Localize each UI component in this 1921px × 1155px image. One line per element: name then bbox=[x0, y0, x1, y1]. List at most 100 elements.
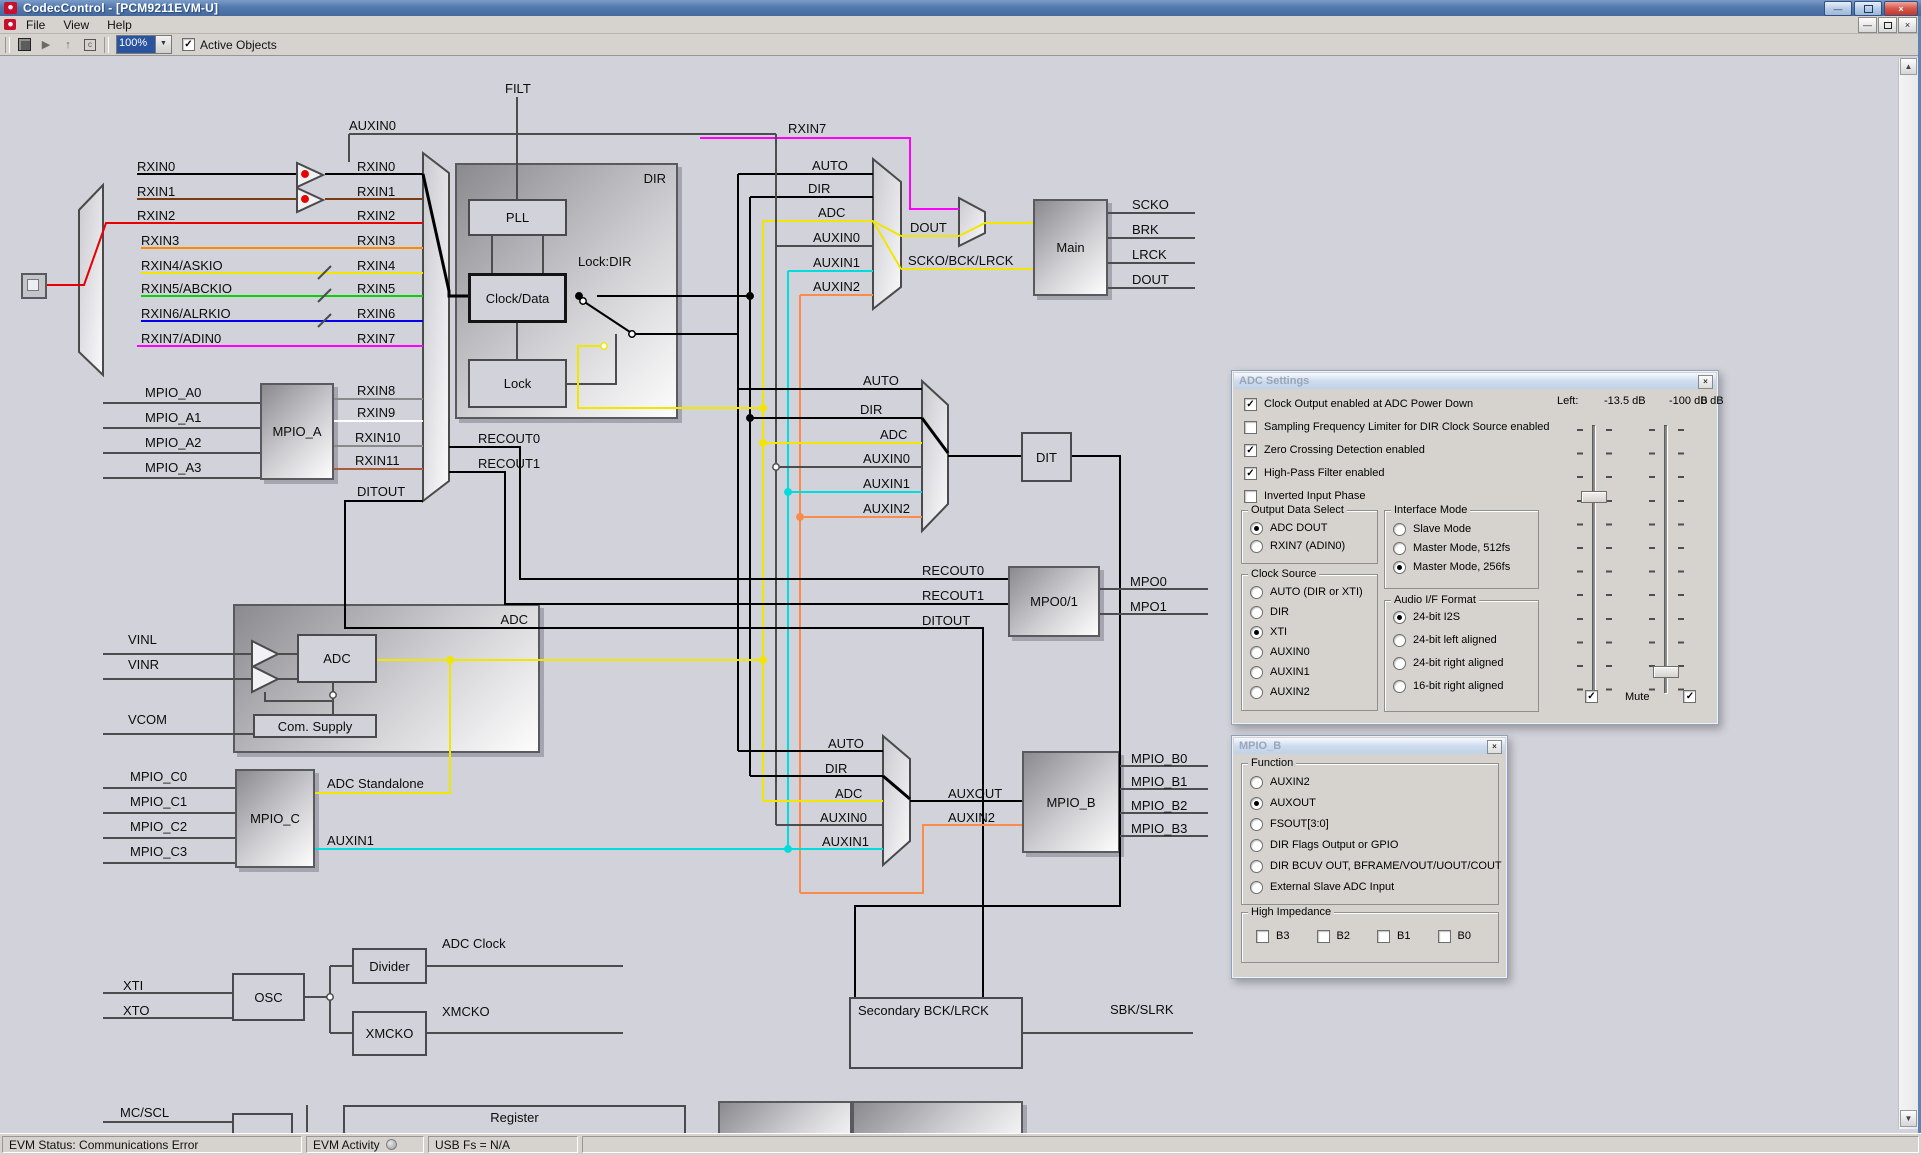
radio-icon[interactable] bbox=[1393, 680, 1406, 693]
radio-master-mode-512fs[interactable]: Master Mode, 512fs bbox=[1393, 539, 1538, 558]
checkbox-icon[interactable] bbox=[1244, 444, 1257, 457]
checkbox-icon[interactable] bbox=[1256, 930, 1269, 943]
mpio-b-block[interactable]: MPIO_B bbox=[1022, 751, 1120, 853]
radio-icon[interactable] bbox=[1250, 540, 1263, 553]
scroll-up-icon[interactable]: ▲ bbox=[1900, 58, 1917, 75]
radio-icon[interactable] bbox=[1250, 646, 1263, 659]
mute-left-checkbox[interactable] bbox=[1585, 690, 1598, 703]
radio-24-bit-right-aligned[interactable]: 24-bit right aligned bbox=[1393, 652, 1538, 675]
secondary-bck-lrck-block[interactable]: Secondary BCK/LRCK bbox=[849, 997, 1023, 1069]
chip-button[interactable] bbox=[13, 36, 35, 54]
radio-dir[interactable]: DIR bbox=[1250, 602, 1377, 622]
checkbox-zero-crossing-detection-enabled[interactable]: Zero Crossing Detection enabled bbox=[1244, 439, 1550, 462]
checkbox-b1[interactable]: B1 bbox=[1377, 929, 1438, 943]
radio-slave-mode[interactable]: Slave Mode bbox=[1393, 520, 1538, 539]
mdi-restore-button[interactable] bbox=[1878, 17, 1897, 33]
bottom-grad-block-2[interactable] bbox=[852, 1101, 1023, 1133]
input-select-mux[interactable] bbox=[79, 185, 103, 375]
checkbox-icon[interactable] bbox=[1317, 930, 1330, 943]
radio-dir-flags-output-or-gpio[interactable]: DIR Flags Output or GPIO bbox=[1250, 835, 1498, 856]
radio-icon[interactable] bbox=[1250, 666, 1263, 679]
zoom-combobox[interactable]: 100% ▼ bbox=[116, 35, 172, 54]
checkbox-icon[interactable] bbox=[1438, 930, 1451, 943]
radio-24-bit-left-aligned[interactable]: 24-bit left aligned bbox=[1393, 629, 1538, 652]
checkbox-icon[interactable] bbox=[1244, 490, 1257, 503]
radio-dir-bcuv-out-bframe-vout-uout-cout[interactable]: DIR BCUV OUT, BFRAME/VOUT/UOUT/COUT bbox=[1250, 856, 1498, 877]
upload-button[interactable]: ↑ bbox=[57, 36, 79, 54]
radio-auxin2[interactable]: AUXIN2 bbox=[1250, 682, 1377, 702]
radio-icon[interactable] bbox=[1250, 881, 1263, 894]
adc-inner-block[interactable]: ADC bbox=[297, 634, 377, 683]
mdi-close-button[interactable]: × bbox=[1898, 17, 1917, 33]
active-objects-checkbox[interactable] bbox=[182, 38, 195, 51]
menu-file[interactable]: File bbox=[18, 17, 53, 33]
radio-icon[interactable] bbox=[1250, 797, 1263, 810]
radio-icon[interactable] bbox=[1250, 839, 1263, 852]
osc-block[interactable]: OSC bbox=[232, 973, 305, 1021]
close-icon[interactable]: × bbox=[1487, 740, 1502, 754]
radio-auxin2[interactable]: AUXIN2 bbox=[1250, 772, 1498, 793]
mpio-a-block[interactable]: MPIO_A bbox=[260, 383, 334, 480]
clock-data-block[interactable]: Clock/Data bbox=[468, 273, 567, 323]
checkbox-icon[interactable] bbox=[1377, 930, 1390, 943]
radio-external-slave-adc-input[interactable]: External Slave ADC Input bbox=[1250, 877, 1498, 898]
menu-view[interactable]: View bbox=[55, 17, 97, 33]
close-icon[interactable]: × bbox=[1698, 375, 1713, 389]
auxout-source-mux[interactable] bbox=[883, 736, 910, 865]
checkbox-sampling-frequency-limiter-for-dir-clock-source-enabled[interactable]: Sampling Frequency Limiter for DIR Clock… bbox=[1244, 416, 1550, 439]
right-volume-slider[interactable] bbox=[1664, 425, 1667, 693]
radio-16-bit-right-aligned[interactable]: 16-bit right aligned bbox=[1393, 675, 1538, 698]
checkbox-b0[interactable]: B0 bbox=[1438, 929, 1499, 943]
scroll-down-icon[interactable]: ▼ bbox=[1900, 1110, 1917, 1127]
radio-icon[interactable] bbox=[1393, 634, 1406, 647]
window-tool-button[interactable]: c bbox=[79, 36, 101, 54]
lock-block[interactable]: Lock bbox=[468, 359, 567, 408]
radio-adc-dout[interactable]: ADC DOUT bbox=[1250, 519, 1377, 537]
checkbox-icon[interactable] bbox=[1244, 398, 1257, 411]
dit-source-mux[interactable] bbox=[922, 381, 948, 531]
xmcko-block[interactable]: XMCKO bbox=[352, 1011, 427, 1056]
mpo01-block[interactable]: MPO0/1 bbox=[1008, 566, 1100, 637]
radio-icon[interactable] bbox=[1393, 611, 1406, 624]
radio-icon[interactable] bbox=[1250, 686, 1263, 699]
mc-scl-block[interactable] bbox=[232, 1113, 293, 1133]
checkbox-b3[interactable]: B3 bbox=[1256, 929, 1317, 943]
left-volume-slider-thumb[interactable] bbox=[1581, 491, 1607, 503]
checkbox-icon[interactable] bbox=[1244, 421, 1257, 434]
radio-icon[interactable] bbox=[1393, 542, 1406, 555]
vertical-scrollbar[interactable]: ▲ ▼ bbox=[1898, 58, 1918, 1129]
checkbox-clock-output-enabled-at-adc-power-down[interactable]: Clock Output enabled at ADC Power Down bbox=[1244, 393, 1550, 416]
mdi-minimize-button[interactable]: — bbox=[1858, 17, 1877, 33]
register-block[interactable]: Register bbox=[343, 1105, 686, 1133]
radio-icon[interactable] bbox=[1393, 561, 1406, 574]
radio-icon[interactable] bbox=[1250, 626, 1263, 639]
radio-icon[interactable] bbox=[1393, 657, 1406, 670]
restore-button[interactable] bbox=[1854, 1, 1882, 16]
adc-panel-titlebar[interactable]: ADC Settings × bbox=[1234, 373, 1716, 389]
radio-icon[interactable] bbox=[1250, 860, 1263, 873]
menu-help[interactable]: Help bbox=[99, 17, 140, 33]
rxin-source-mux[interactable] bbox=[423, 153, 449, 501]
radio-master-mode-256fs[interactable]: Master Mode, 256fs bbox=[1393, 558, 1538, 577]
radio-icon[interactable] bbox=[1393, 523, 1406, 536]
close-button[interactable]: × bbox=[1884, 1, 1918, 16]
com-supply-block[interactable]: Com. Supply bbox=[253, 714, 377, 738]
active-objects-toggle[interactable]: Active Objects bbox=[182, 38, 277, 52]
main-block[interactable]: Main bbox=[1033, 199, 1108, 296]
run-button[interactable]: ▶ bbox=[35, 36, 57, 54]
checkbox-high-pass-filter-enabled[interactable]: High-Pass Filter enabled bbox=[1244, 462, 1550, 485]
checkbox-b2[interactable]: B2 bbox=[1317, 929, 1378, 943]
main-output-mux[interactable] bbox=[873, 159, 901, 309]
radio-auxout[interactable]: AUXOUT bbox=[1250, 793, 1498, 814]
dout-mux[interactable] bbox=[959, 198, 985, 246]
left-volume-slider[interactable] bbox=[1592, 425, 1595, 693]
bottom-grad-block-1[interactable] bbox=[718, 1101, 852, 1133]
checkbox-icon[interactable] bbox=[1244, 467, 1257, 480]
radio-xti[interactable]: XTI bbox=[1250, 622, 1377, 642]
dit-block[interactable]: DIT bbox=[1021, 432, 1072, 482]
mute-right-checkbox[interactable] bbox=[1683, 690, 1696, 703]
radio-fsout-3-0[interactable]: FSOUT[3:0] bbox=[1250, 814, 1498, 835]
radio-rxin7-adin0[interactable]: RXIN7 (ADIN0) bbox=[1250, 537, 1377, 555]
divider-block[interactable]: Divider bbox=[352, 948, 427, 984]
connector-icon[interactable] bbox=[21, 273, 47, 299]
